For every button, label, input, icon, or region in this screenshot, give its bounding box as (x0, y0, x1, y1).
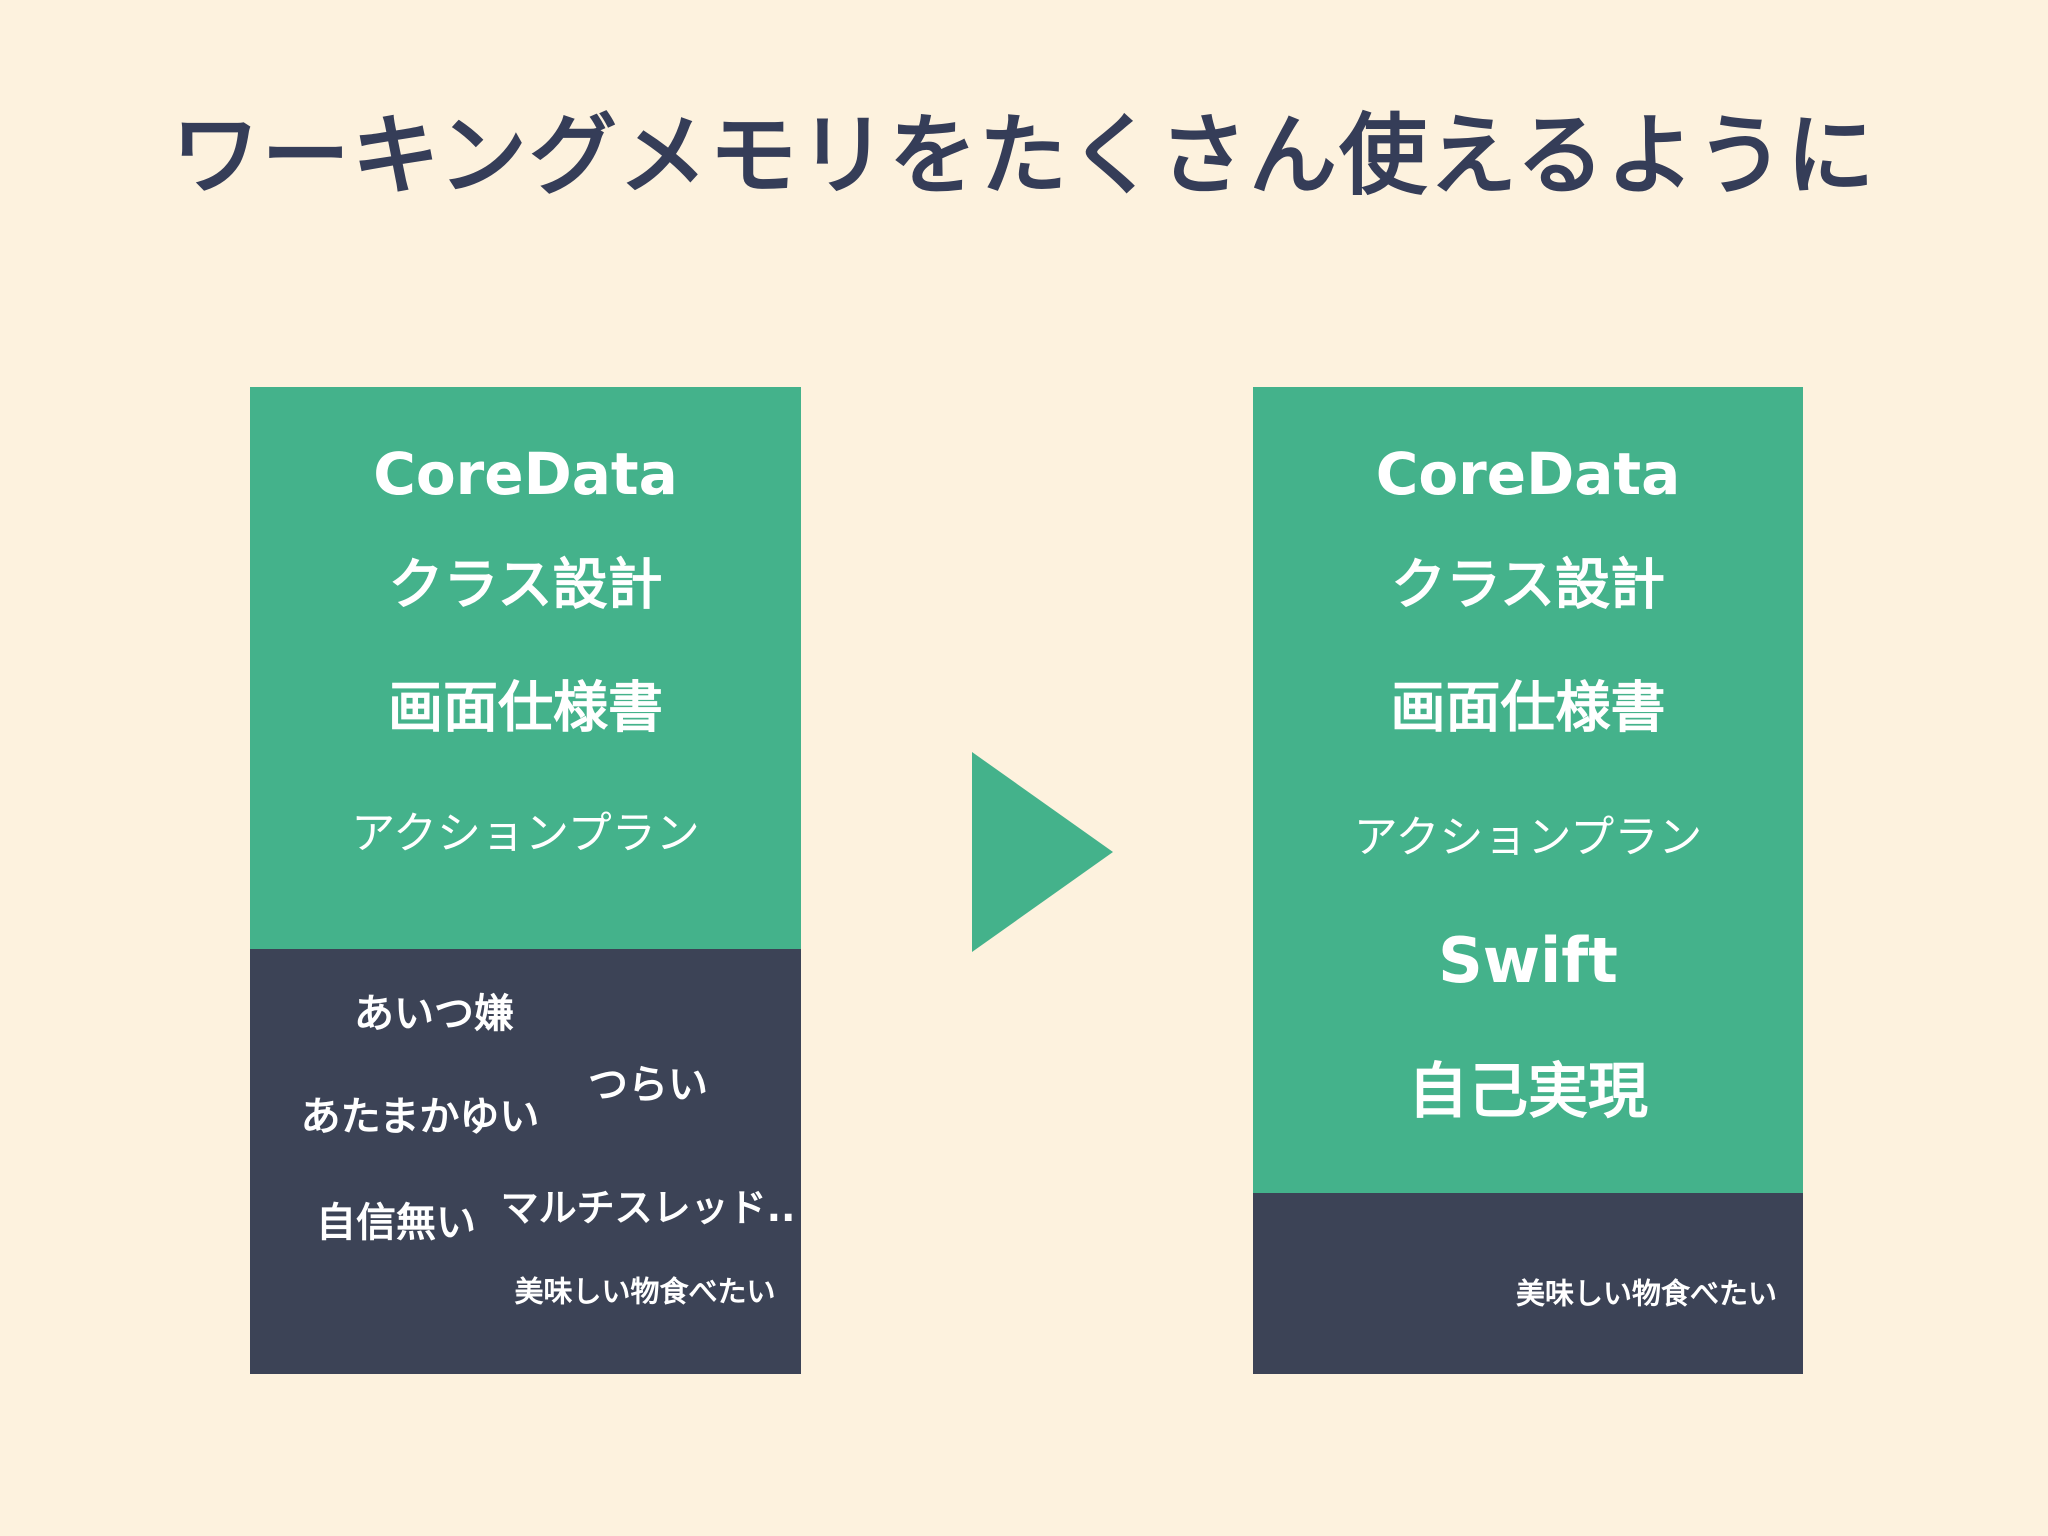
distraction-item: つらい (588, 1062, 708, 1108)
focus-item-swift: Swift (1438, 924, 1618, 997)
transform-arrow-icon (972, 752, 1113, 952)
page-title: ワーキングメモリをたくさん使えるように (171, 104, 1877, 207)
focus-item-screen-spec: 画面仕様書 (387, 675, 664, 740)
focus-item-class-design: クラス設計 (388, 552, 663, 617)
focus-item-class-design: クラス設計 (1391, 552, 1665, 617)
focus-zone-bg (1253, 387, 1803, 1193)
focus-item-screen-spec: 画面仕様書 (1390, 675, 1666, 740)
distraction-item: マルチスレッド.. (500, 1186, 796, 1230)
distraction-item: あいつ嫌 (354, 991, 514, 1037)
distraction-zone-bg (1253, 1193, 1803, 1374)
distraction-item: 美味しい物食べたい (514, 1274, 776, 1309)
memory-panel-before: CoreData クラス設計 画面仕様書 アクションプラン あいつ嫌 つらい あ… (250, 387, 801, 1374)
focus-item-coredata: CoreData (1375, 440, 1681, 508)
distraction-item: あたまかゆい (300, 1094, 540, 1140)
focus-item-action-plan: アクションプラン (1353, 812, 1703, 863)
distraction-item: 美味しい物食べたい (1515, 1276, 1777, 1311)
memory-panel-after: CoreData クラス設計 画面仕様書 アクションプラン Swift 自己実現… (1253, 387, 1803, 1374)
focus-item-coredata: CoreData (373, 440, 678, 508)
distraction-zone-bg (250, 949, 801, 1374)
distraction-item: 自信無い (316, 1200, 476, 1246)
focus-zone-bg (250, 387, 801, 949)
focus-item-self-actualization: 自己実現 (1408, 1057, 1648, 1127)
focus-item-action-plan: アクションプラン (351, 808, 700, 859)
